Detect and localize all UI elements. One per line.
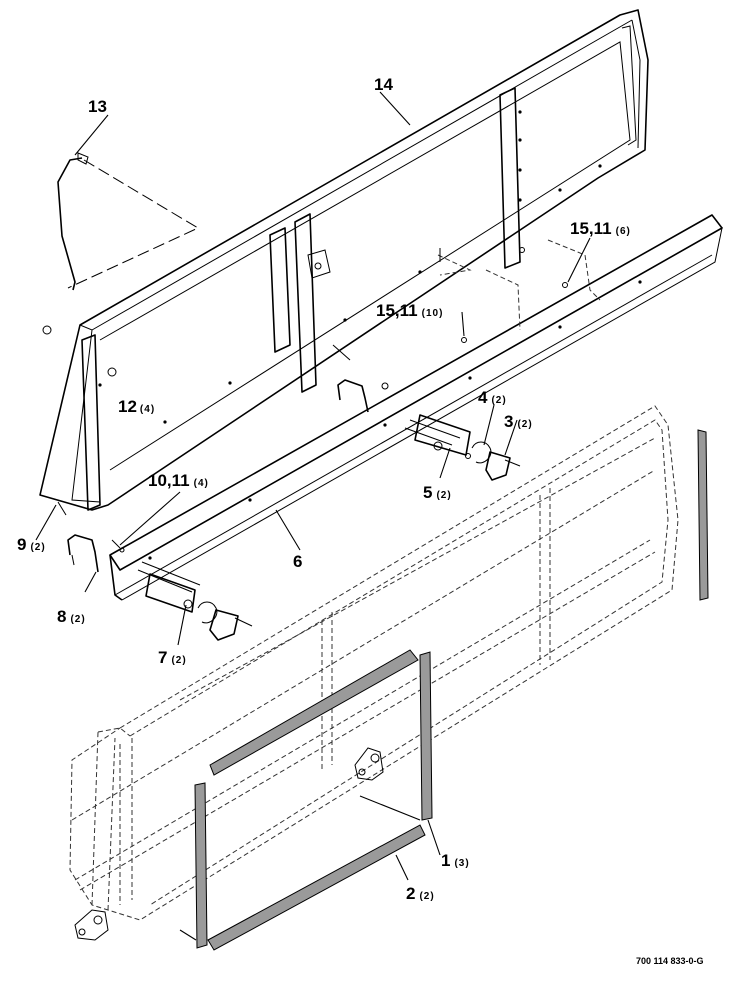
- callout-14: 14: [374, 75, 393, 94]
- callout-4: 4(2): [478, 388, 507, 407]
- nut-12: [42, 325, 389, 390]
- bolts-15-11: [439, 247, 568, 343]
- callout-10-11: 10,11(4): [148, 471, 209, 490]
- callout-2: 2(2): [406, 884, 435, 903]
- callout-5: 5(2): [423, 483, 452, 502]
- callout-13: 13: [88, 97, 107, 116]
- header-frame-outline: [69, 405, 679, 941]
- rail: [109, 214, 723, 601]
- callout-1: 1(3): [441, 851, 470, 870]
- pin: [57, 501, 67, 516]
- u-clip-right: [332, 344, 369, 413]
- seal-strips-2: [194, 782, 426, 951]
- figure-number: 700 114 833-0-G: [636, 956, 704, 966]
- u-clip-left: [67, 534, 99, 573]
- leader-lines: [35, 91, 591, 941]
- latch-assembly-right: [404, 414, 521, 481]
- callout-15-11-6: 15,11(6): [570, 219, 631, 238]
- callout-6: 6: [293, 552, 302, 571]
- callout-3: 3(2): [504, 412, 533, 431]
- callout-12: 12(4): [118, 397, 155, 416]
- callout-9: 9(2): [17, 535, 46, 554]
- callout-labels: 13 14 15,11(6) 15,11(10) 12(4) 4(2) 3(2)…: [17, 75, 631, 903]
- callout-8: 8(2): [57, 607, 86, 626]
- callout-15-11-10: 15,11(10): [376, 301, 443, 320]
- bolt-10-11: [111, 539, 125, 553]
- rod: [57, 152, 200, 291]
- panel-assembly: [39, 9, 649, 511]
- callout-7: 7(2): [158, 648, 187, 667]
- seal-strips-1: [209, 429, 709, 821]
- latch-assembly-left: [137, 561, 253, 641]
